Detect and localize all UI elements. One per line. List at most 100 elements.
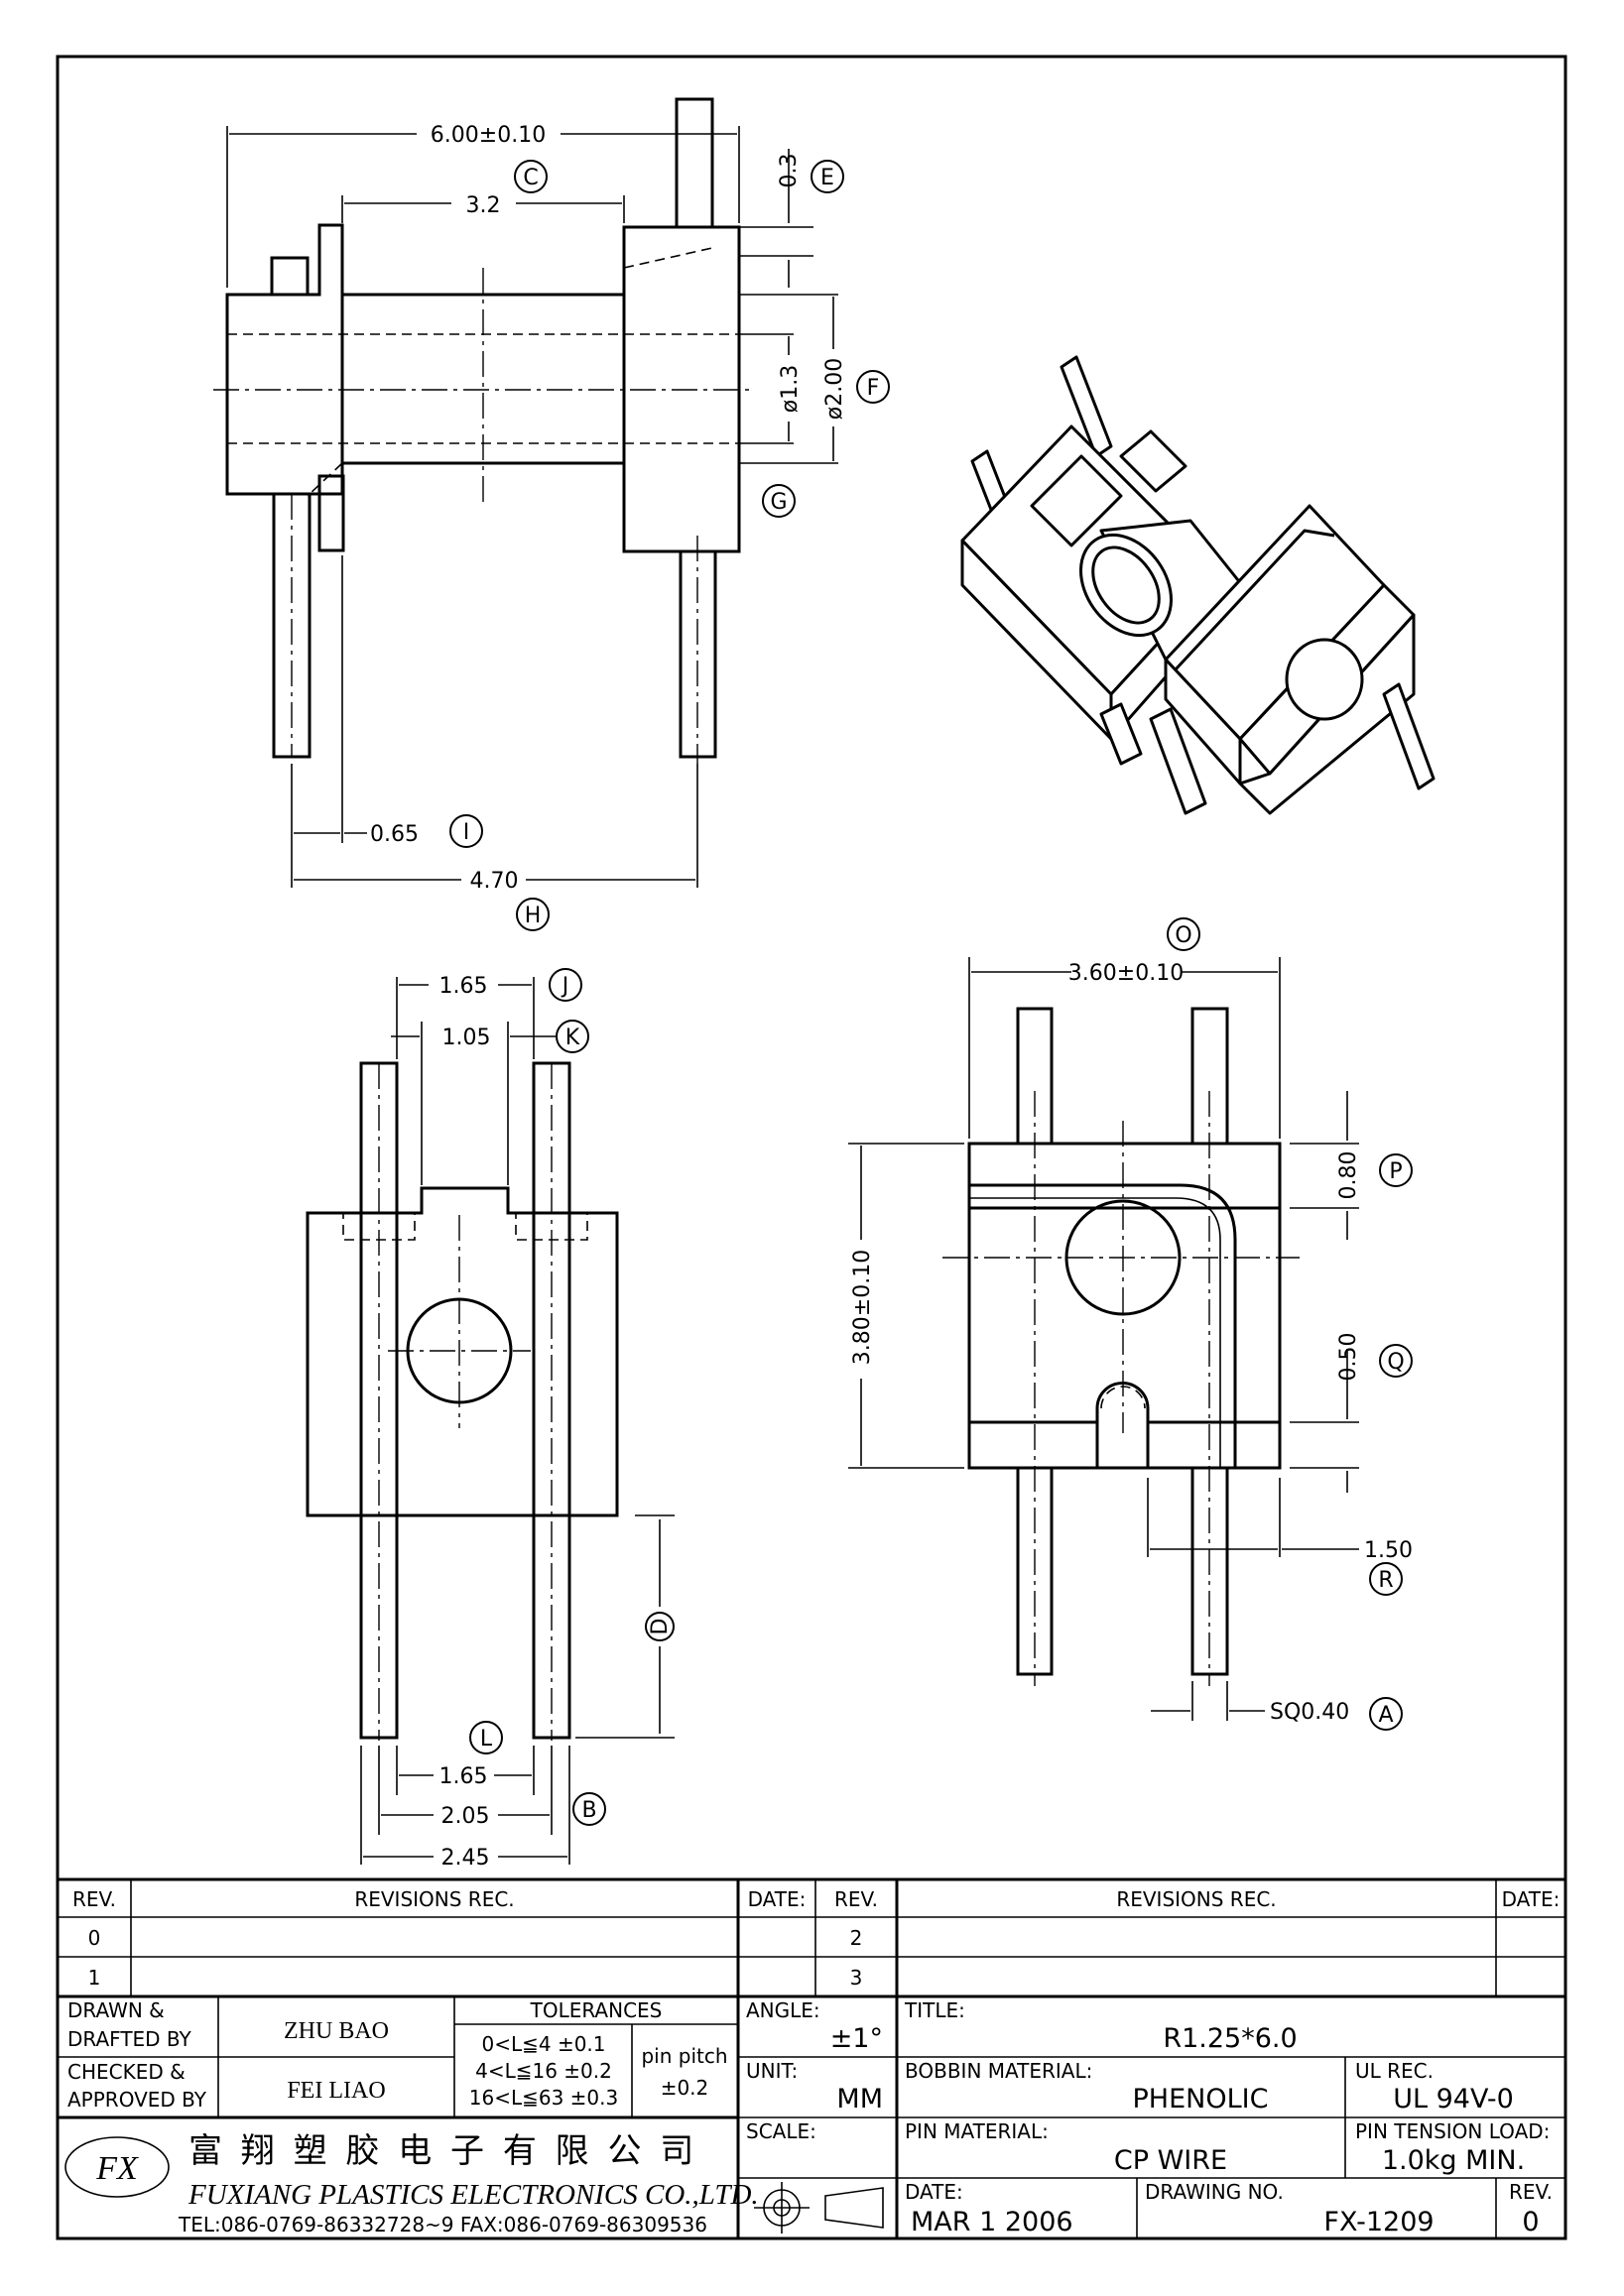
angle-value: ±1° [830, 2023, 883, 2054]
balloon-r: R [1369, 1562, 1403, 1596]
balloon-f: F [856, 370, 890, 404]
svg-text:K: K [565, 1026, 580, 1050]
svg-text:L: L [480, 1727, 493, 1752]
drawing-no: FX-1209 [1323, 2207, 1434, 2237]
date-value: MAR 1 2006 [911, 2207, 1073, 2237]
dim-pin-section: SQ0.40 [1270, 1700, 1349, 1725]
balloon-o: O [1167, 917, 1200, 951]
pin-tension-label: PIN TENSION LOAD: [1355, 2119, 1550, 2143]
dim-barrel: ø2.00 [822, 358, 847, 420]
balloon-l: L [469, 1721, 503, 1754]
dim-j: 1.65 [439, 974, 488, 999]
company-name-chinese: 富 翔 塑 胶 电 子 有 限 公 司 [188, 2131, 697, 2171]
svg-text:FX: FX [95, 2150, 139, 2187]
drawn-label: DRAWN & [67, 1998, 165, 2022]
drafted-label: DRAFTED BY [67, 2027, 192, 2051]
svg-text:C: C [523, 166, 538, 190]
unit-label: UNIT: [746, 2059, 798, 2083]
drawing-no-label: DRAWING NO. [1145, 2180, 1284, 2204]
tolerance-1: 0<L≦4 ±0.1 [481, 2032, 605, 2056]
rev-header-left: REV. [72, 1887, 116, 1911]
pin-material: CP WIRE [1114, 2145, 1227, 2176]
balloon-d: D [645, 1612, 675, 1641]
revisions-header-right: REVISIONS REC. [1116, 1887, 1276, 1911]
svg-text:G: G [770, 490, 787, 515]
dim-k: 1.05 [442, 1026, 491, 1050]
rev-row-3: 3 [850, 1966, 863, 1990]
rev-value: 0 [1522, 2207, 1539, 2237]
svg-text:A: A [1378, 1703, 1393, 1728]
svg-text:J: J [561, 974, 569, 999]
tolerances-label: TOLERANCES [530, 1998, 663, 2022]
balloon-h: H [516, 898, 550, 931]
checked-by: FEI LIAO [287, 2078, 385, 2104]
balloon-c: C [514, 160, 548, 193]
svg-text:R: R [1378, 1568, 1393, 1593]
svg-text:E: E [820, 166, 834, 190]
title-value: R1.25*6.0 [1163, 2023, 1297, 2054]
company-contact: TEL:086-0769-86332728~9 FAX:086-0769-863… [178, 2213, 707, 2236]
balloon-e: E [811, 160, 844, 193]
dim-pin-span: 4.70 [470, 869, 519, 894]
balloon-q: Q [1379, 1344, 1413, 1378]
revisions-header-left: REVISIONS REC. [354, 1887, 514, 1911]
projection-symbol-icon [754, 2182, 884, 2234]
drawing-border [56, 55, 1567, 2240]
title-block: REV. REVISIONS REC. DATE: REV. REVISIONS… [58, 1877, 1565, 2238]
svg-text:D: D [648, 1619, 673, 1635]
balloon-k: K [556, 1020, 589, 1053]
angle-label: ANGLE: [746, 1998, 820, 2022]
tolerance-3: 16<L≦63 ±0.3 [469, 2086, 618, 2110]
unit-value: MM [836, 2084, 883, 2115]
tolerance-2: 4<L≦16 ±0.2 [475, 2059, 612, 2083]
date-label: DATE: [905, 2180, 963, 2204]
ul-rec: UL 94V-0 [1393, 2084, 1514, 2115]
dim-slot: 0.50 [1336, 1333, 1361, 1382]
date-header-right: DATE: [1502, 1887, 1561, 1911]
svg-text:I: I [463, 820, 470, 845]
rev-label: REV. [1509, 2180, 1553, 2204]
approved-label: APPROVED BY [67, 2088, 207, 2112]
dim-l: 1.65 [439, 1764, 488, 1789]
pin-pitch-label: pin pitch [641, 2044, 727, 2068]
pin-pitch-tol: ±0.2 [661, 2076, 709, 2100]
svg-text:Q: Q [1387, 1350, 1404, 1375]
balloon-g: G [762, 484, 796, 518]
balloon-p: P [1379, 1153, 1413, 1187]
title-label: TITLE: [904, 1998, 965, 2022]
dim-flange-gap: 3.2 [466, 193, 501, 218]
dim-slot-offset: 1.50 [1364, 1538, 1413, 1563]
svg-text:H: H [525, 904, 542, 928]
balloon-j: J [549, 968, 582, 1002]
pin-material-label: PIN MATERIAL: [905, 2119, 1049, 2143]
company-logo: FX [64, 2136, 170, 2198]
pin-tension: 1.0kg MIN. [1382, 2145, 1525, 2176]
rev-row-0: 0 [88, 1926, 101, 1950]
svg-text:B: B [581, 1798, 596, 1823]
checked-label: CHECKED & [67, 2060, 186, 2084]
front-view: 1.65 1.05 1.65 2.05 2.45 J K L B D [306, 968, 675, 1871]
dim-bore: ø1.3 [778, 365, 803, 413]
drawn-by: ZHU BAO [284, 2018, 389, 2044]
dim-pin-height: 0.3 [777, 154, 802, 188]
bobbin-material-label: BOBBIN MATERIAL: [905, 2059, 1092, 2083]
rev-row-2: 2 [850, 1926, 863, 1950]
ul-rec-label: UL REC. [1355, 2059, 1434, 2083]
dim-m: 2.05 [441, 1804, 490, 1829]
svg-text:O: O [1175, 923, 1191, 948]
dim-pin-offset: 0.65 [370, 822, 419, 847]
top-view: 6.00±0.10 3.2 0.3 ø1.3 ø2.00 0.65 4. [213, 97, 890, 931]
bobbin-material: PHENOLIC [1133, 2084, 1269, 2115]
date-header-left: DATE: [748, 1887, 807, 1911]
isometric-view [960, 355, 1436, 815]
company-name-english: FUXIANG PLASTICS ELECTRONICS CO.,LTD. [187, 2179, 759, 2211]
dim-width: 3.60±0.10 [1068, 961, 1184, 986]
dim-height: 3.80±0.10 [850, 1250, 875, 1365]
scale-label: SCALE: [746, 2119, 816, 2143]
svg-text:F: F [867, 376, 880, 401]
side-view: 3.60±0.10 3.80±0.10 0.80 0.50 1.50 SQ0.4… [848, 917, 1413, 1731]
svg-text:P: P [1389, 1159, 1402, 1184]
dim-length: 6.00±0.10 [431, 123, 546, 148]
rev-row-1: 1 [88, 1966, 101, 1990]
rev-header-right: REV. [834, 1887, 878, 1911]
